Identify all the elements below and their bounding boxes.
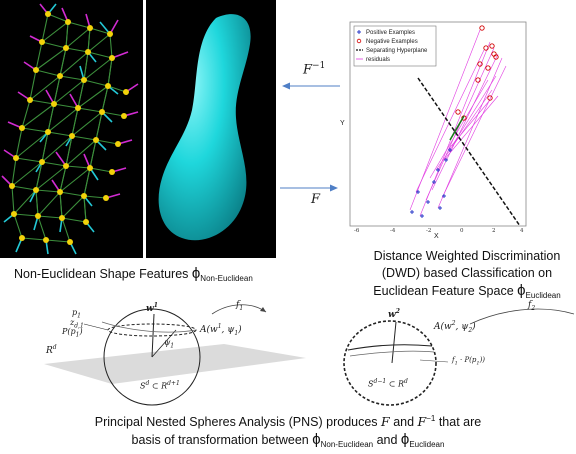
a2-text: A(w bbox=[434, 322, 452, 332]
f-symbol: F bbox=[381, 414, 390, 430]
s-letter: S bbox=[140, 381, 146, 391]
mesh-panel bbox=[0, 0, 143, 258]
inverse-superscript: −1 bbox=[426, 414, 436, 423]
phi-symbol: ϕ bbox=[400, 431, 410, 449]
projection-subscript: 1 bbox=[75, 331, 80, 339]
caption-text: basis of transformation between bbox=[131, 433, 313, 448]
label-rd: Rd bbox=[46, 344, 57, 356]
f2-letter: f bbox=[528, 300, 532, 310]
label-a1: A(w1, ψ1) bbox=[200, 323, 242, 337]
forward-arrow-head bbox=[330, 184, 338, 192]
pns-diagram-svg bbox=[44, 304, 575, 406]
label-w2: w2 bbox=[388, 308, 400, 320]
phi-subscript: Euclidean bbox=[525, 291, 561, 300]
plot-x-axis-label: X bbox=[434, 233, 439, 240]
label-f1: f1 bbox=[236, 300, 243, 312]
label-projection: P(p1) bbox=[62, 327, 83, 339]
label-p1: p1 bbox=[72, 308, 81, 320]
svg-text:-4: -4 bbox=[390, 228, 396, 234]
projection-text: P(p bbox=[62, 327, 76, 336]
label-z: zd,1 bbox=[70, 318, 84, 330]
f-symbol: F bbox=[417, 414, 427, 430]
svg-text:4: 4 bbox=[520, 228, 524, 234]
w-superscript: 1 bbox=[153, 302, 158, 309]
phi-subscript: Non-Euclidean bbox=[200, 274, 253, 283]
dwd-caption-line-2: (DWD) based Classification on bbox=[381, 266, 553, 280]
label-sd1: Sd−1 ⊂ Rd bbox=[368, 378, 408, 389]
a1-text: A(w bbox=[200, 325, 218, 335]
label-sd: Sd ⊂ Rd+1 bbox=[140, 380, 180, 391]
caption-text: Non-Euclidean Shape Features bbox=[14, 267, 192, 281]
dwd-caption-line-1: Distance Weighted Discrimination bbox=[373, 249, 561, 263]
a1-rest: , ψ bbox=[221, 325, 235, 335]
phi-subscript: Euclidean bbox=[409, 440, 445, 450]
svg-text:-6: -6 bbox=[354, 228, 360, 234]
phi-subscript: Non-Euclidean bbox=[320, 440, 374, 450]
skeleton-mesh-render bbox=[1, 3, 139, 255]
pns-caption-line-2: basis of transformation between ϕNon-Euc… bbox=[0, 431, 576, 454]
pns-caption-line-1: Principal Nested Spheres Analysis (PNS) … bbox=[0, 410, 576, 431]
legend-negative: Negative Examples bbox=[366, 39, 418, 45]
p-subscript: 1 bbox=[77, 312, 81, 320]
w-letter: w bbox=[146, 304, 154, 314]
f-letter: F bbox=[311, 192, 321, 207]
label-f2: f2 bbox=[528, 300, 535, 312]
label-f1-projection: f1 · P(p1)) bbox=[452, 356, 486, 367]
sd1-rest: ⊂ R bbox=[386, 379, 404, 389]
f1p-letter: f bbox=[452, 356, 455, 364]
w2-superscript: 2 bbox=[395, 308, 400, 315]
svg-text:-2: -2 bbox=[426, 228, 431, 234]
phi-symbol: ϕ bbox=[312, 431, 321, 449]
phi-symbol: ϕ bbox=[517, 282, 526, 299]
caption-text: Principal Nested Spheres Analysis (PNS) … bbox=[94, 415, 382, 430]
dwd-caption: Distance Weighted Discrimination (DWD) b… bbox=[362, 248, 572, 304]
caption-text: that are bbox=[435, 415, 482, 430]
inverse-arrow-head bbox=[282, 82, 290, 90]
inverse-superscript: −1 bbox=[312, 61, 326, 71]
caption-text: and bbox=[373, 433, 401, 448]
cyan-surface-render bbox=[158, 14, 251, 241]
w2-letter: w bbox=[388, 310, 396, 320]
dwd-caption-text: Euclidean Feature Space bbox=[373, 284, 518, 298]
dwd-plot-svg: -6 -4 -2 0 2 4 bbox=[349, 21, 527, 234]
z-letter: z bbox=[70, 318, 75, 327]
plot-y-axis-label: Y bbox=[340, 120, 345, 127]
f1-subscript: 1 bbox=[239, 304, 244, 312]
caption-text: and bbox=[389, 415, 418, 430]
psi-letter: ψ bbox=[164, 338, 171, 347]
label-w1: w1 bbox=[146, 302, 158, 314]
s-letter: S bbox=[368, 379, 374, 389]
f1p-rest: · P(p bbox=[457, 356, 477, 364]
svg-text:2: 2 bbox=[492, 228, 496, 234]
legend-positive: Positive Examples bbox=[366, 30, 416, 36]
f-letter: F bbox=[303, 62, 313, 78]
legend-residuals: residuals bbox=[366, 57, 391, 63]
phi-symbol: ϕ bbox=[191, 265, 201, 282]
dwd-plot: -6 -4 -2 0 2 4 Positive Examples Negative Ex… bbox=[340, 20, 530, 242]
shape-features-caption: Non-Euclidean Shape Features ϕNon-Euclid… bbox=[14, 265, 253, 287]
psi-subscript: 1 bbox=[170, 342, 175, 350]
pns-caption: Principal Nested Spheres Analysis (PNS) … bbox=[0, 410, 576, 454]
a2-rest: , ψ bbox=[455, 322, 469, 332]
f-inverse-label: F−1 bbox=[303, 61, 325, 77]
f2-subscript: 2 bbox=[531, 304, 536, 312]
label-a2: A(w2, ψ2) bbox=[434, 320, 476, 334]
label-psi1: ψ1 bbox=[164, 338, 174, 350]
transform-arrows bbox=[280, 82, 340, 192]
p-letter: p bbox=[72, 308, 78, 317]
r-superscript: d bbox=[52, 344, 57, 351]
surface-panel bbox=[146, 0, 276, 258]
f1-letter: f bbox=[236, 300, 240, 310]
pns-diagram: p1 zd,1 P(p1) Rd w1 ψ1 A(w1, ψ1) Sd ⊂ Rd… bbox=[0, 300, 576, 406]
svg-text:0: 0 bbox=[460, 228, 464, 234]
legend-hyperplane: Separating Hyperplane bbox=[366, 48, 428, 54]
r-letter: R bbox=[46, 346, 53, 356]
z-subscript: d,1 bbox=[74, 322, 84, 330]
plot-legend bbox=[353, 25, 437, 67]
sd-rest: ⊂ R bbox=[149, 381, 168, 391]
dwd-caption-line-3: Euclidean Feature Space ϕEuclidean bbox=[362, 282, 572, 304]
f-forward-label: F bbox=[311, 192, 320, 207]
